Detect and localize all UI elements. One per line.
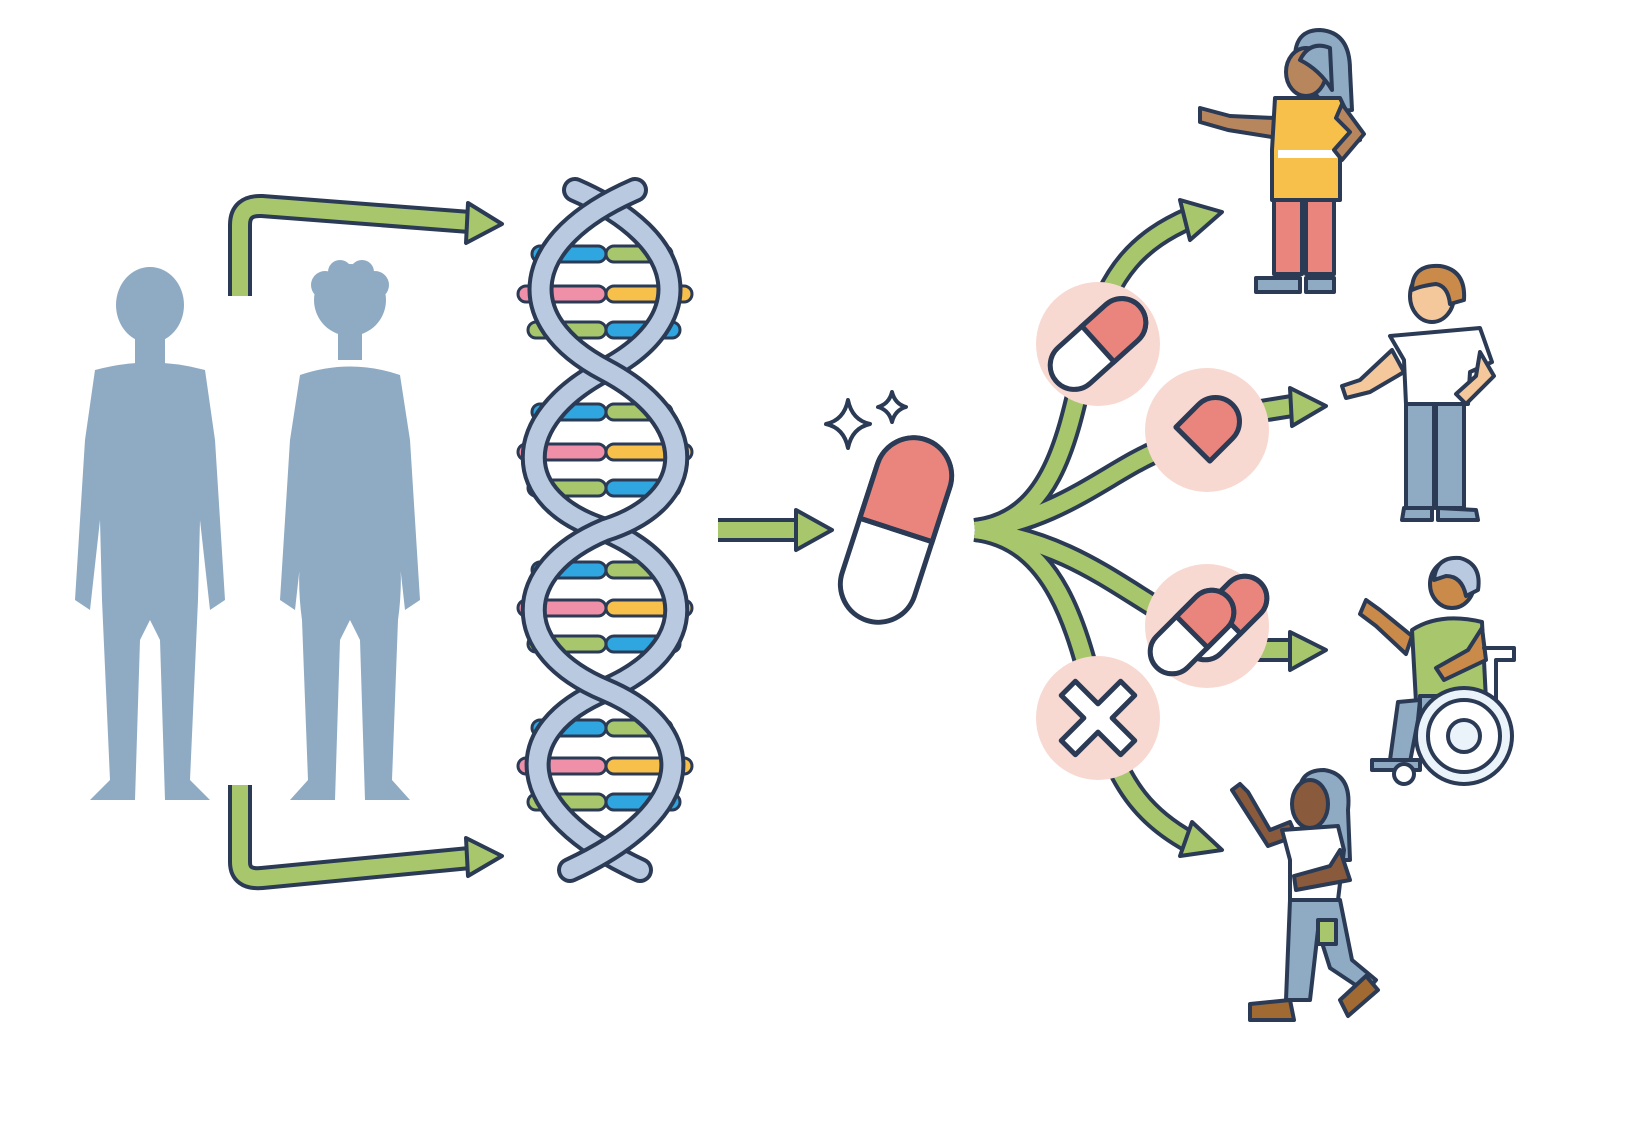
arrow-bottom-to-dna [228, 785, 504, 891]
sparkle-icon [824, 390, 908, 450]
female-silhouette [280, 260, 420, 800]
dose-full-capsule [1036, 282, 1160, 406]
capsule-pill [837, 435, 955, 625]
man-standing-figure [1340, 263, 1496, 522]
male-silhouette [75, 267, 225, 800]
dose-half-capsule [1145, 368, 1269, 492]
no-drug-cross-icon [1036, 656, 1160, 780]
man-wheelchair-figure [1358, 555, 1516, 786]
woman-walking-figure [1230, 768, 1380, 1022]
arrow-dna-to-pill [718, 508, 834, 552]
dna-double-helix [516, 177, 694, 883]
branching-arrows [973, 198, 1328, 858]
arrow-top-to-dna [228, 193, 504, 296]
dose-double-capsule [1145, 564, 1270, 688]
woman-standing-figure [1198, 28, 1366, 294]
